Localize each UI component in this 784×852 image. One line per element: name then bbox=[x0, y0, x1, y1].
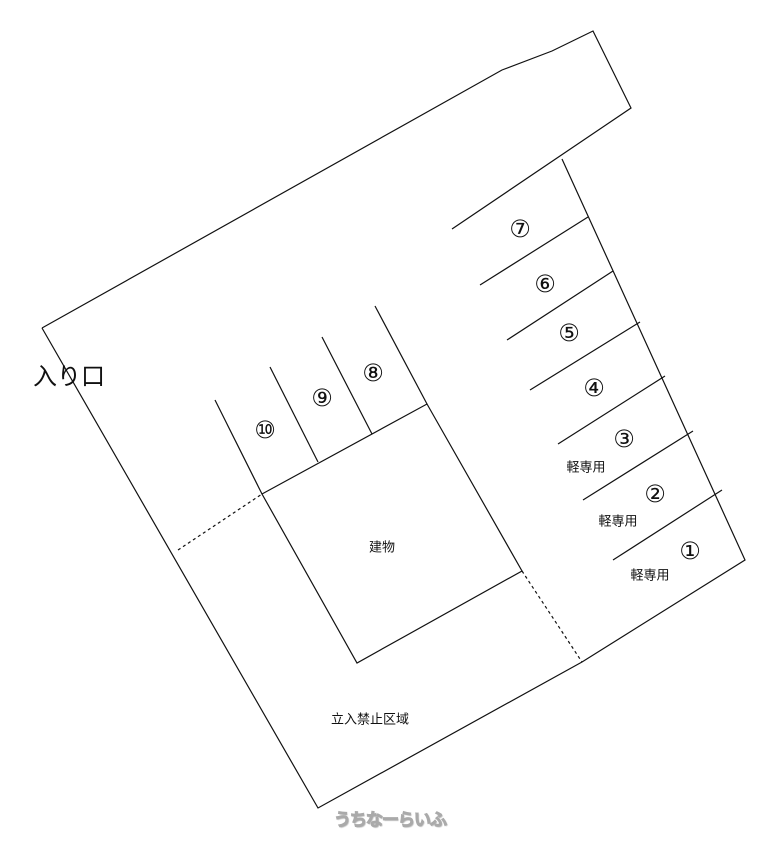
spot-6-number: ⑥ bbox=[534, 270, 556, 298]
entrance-label: 入り口 bbox=[33, 362, 105, 391]
watermark-logo: うちなーらいふ bbox=[334, 810, 448, 831]
restricted-boundary-right bbox=[521, 570, 583, 663]
spot-divider-10-left bbox=[214, 399, 263, 495]
spot-8-number: ⑧ bbox=[362, 359, 384, 387]
spot-3-note: 軽専用 bbox=[566, 460, 606, 476]
building-label: 建物 bbox=[368, 540, 396, 556]
spot-10-number: ⑩ bbox=[254, 416, 276, 444]
spot-divider-4-3 bbox=[557, 375, 666, 445]
restricted-boundary-left bbox=[177, 493, 263, 551]
spot-divider-7-6 bbox=[479, 216, 589, 286]
spot-7-number: ⑦ bbox=[509, 215, 531, 243]
spot-4-number: ④ bbox=[583, 374, 605, 402]
spot-2-note: 軽専用 bbox=[598, 514, 638, 530]
spot-divider-5-4 bbox=[529, 321, 641, 391]
lot-outline bbox=[41, 30, 632, 329]
spot-divider-8-right bbox=[374, 305, 428, 405]
spot-2-number: ② bbox=[644, 480, 666, 508]
spot-3-number: ③ bbox=[613, 425, 635, 453]
spot-5-number: ⑤ bbox=[558, 319, 580, 347]
spot-1-number: ① bbox=[679, 537, 701, 565]
spot-divider-6-5 bbox=[506, 270, 614, 341]
spot-9-number: ⑨ bbox=[311, 384, 333, 412]
spot-divider-3-2 bbox=[582, 430, 694, 501]
building-outline bbox=[261, 403, 523, 664]
spot-divider-9-8 bbox=[321, 336, 373, 435]
spot-1-note: 軽専用 bbox=[630, 568, 670, 584]
spot-divider-2-1 bbox=[612, 489, 723, 561]
spot-divider-10-9 bbox=[269, 366, 319, 463]
restricted-area-label: 立入禁止区域 bbox=[330, 712, 410, 728]
